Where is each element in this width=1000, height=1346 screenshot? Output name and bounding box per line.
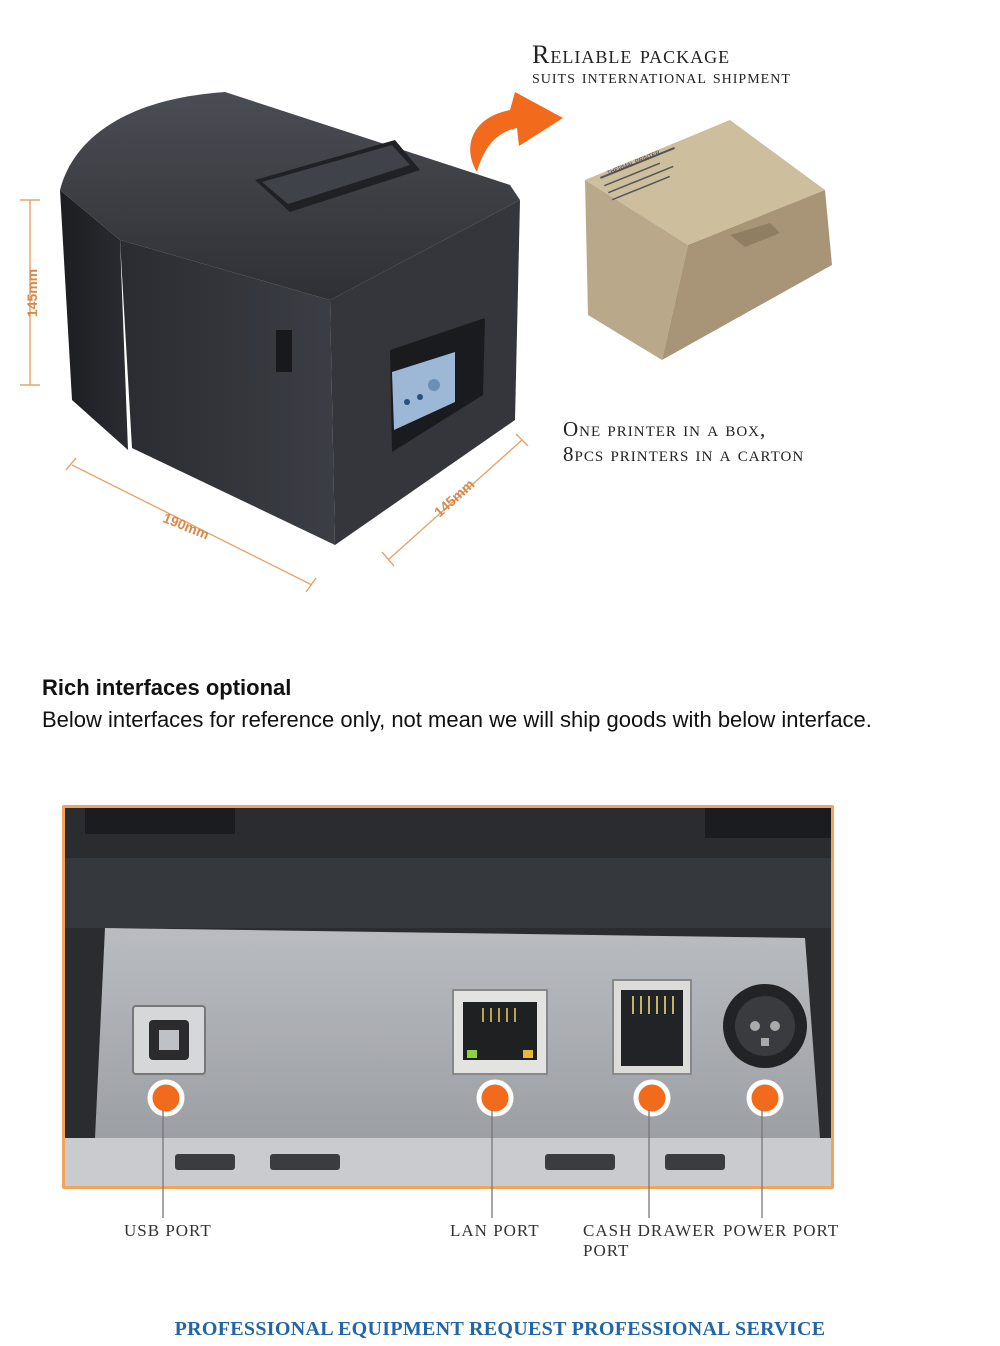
interfaces-description: Below interfaces for reference only, not… (42, 707, 872, 732)
printer-illustration (20, 92, 529, 593)
lan-port-label: LAN PORT (450, 1221, 540, 1240)
box-note-line2: 8pcs printers in a carton (563, 442, 805, 466)
ports-panel-illustration (65, 808, 831, 1186)
ports-panel-photo (62, 805, 834, 1189)
interfaces-title: Rich interfaces optional (42, 675, 292, 700)
usb-port-label: USB PORT (124, 1221, 212, 1240)
cash-drawer-port-icon (612, 979, 692, 1075)
power-port-icon (723, 984, 807, 1068)
package-box-illustration: THERMAL PRINTER (585, 120, 832, 360)
power-port-label: POWER PORT (723, 1221, 840, 1240)
package-title: Reliable package (532, 40, 731, 69)
port-leader-lines (162, 1110, 763, 1218)
cash-drawer-port-label-line2: PORT (583, 1241, 630, 1260)
lan-port-icon (452, 989, 548, 1075)
arrow-icon (470, 92, 563, 172)
cash-drawer-port-label-line1: CASH DRAWER (583, 1221, 716, 1240)
port-marker-dots (147, 1079, 784, 1117)
footer-slogan: PROFESSIONAL EQUIPMENT REQUEST PROFESSIO… (174, 1318, 826, 1340)
height-dimension-label: 145mm (24, 268, 41, 318)
package-subtitle: suits international shipment (532, 66, 791, 88)
usb-port-icon (132, 1005, 206, 1075)
box-note-line1: One printer in a box, (563, 417, 767, 441)
